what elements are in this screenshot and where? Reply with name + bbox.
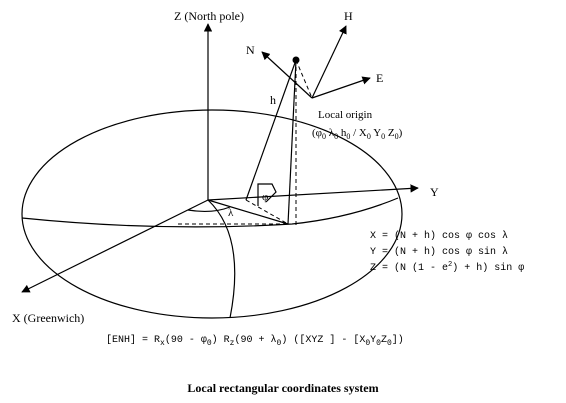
n-axis-label: N	[246, 43, 255, 57]
equator-curve	[21, 197, 399, 228]
z-axis-label: Z (North pole)	[174, 9, 244, 23]
surface-to-height	[287, 59, 297, 225]
projection-y	[245, 199, 289, 225]
height-label: h	[270, 93, 276, 107]
phi-label: φ	[262, 191, 268, 203]
e-axis-label: E	[376, 71, 383, 85]
local-origin-coordinates: (φ0 λ0 h0 / X0 Y0 Z0)	[312, 127, 403, 141]
figure-caption: Local rectangular coordinates system	[187, 381, 378, 395]
h-axis-line	[311, 25, 347, 99]
equation-x: X = (N + h) cos φ cos λ	[370, 230, 508, 242]
equation-y: Y = (N + h) cos φ sin λ	[370, 246, 508, 258]
e-axis-line	[311, 76, 371, 99]
lambda-arc	[187, 206, 231, 213]
y-axis-label: Y	[430, 185, 439, 199]
n-axis-line	[261, 51, 313, 99]
transform-equation: [ENH] = Rx(90 - φ0) Rz(90 + λ0) ([XYZ ] …	[106, 334, 404, 348]
equation-z: Z = (N (1 - e2) + h) sin φ	[370, 261, 524, 274]
x-axis	[21, 199, 209, 293]
phi-ray	[245, 59, 297, 201]
y-axis	[207, 184, 419, 201]
lambda-ray	[207, 199, 289, 225]
ellipsoid-outline	[21, 109, 403, 319]
x-axis-label: X (Greenwich)	[12, 311, 84, 325]
lambda-label: λ	[228, 207, 234, 219]
local-origin-leader	[295, 59, 313, 99]
meridian-curve	[207, 199, 236, 319]
phi-arc	[257, 183, 277, 206]
local-origin-label: Local origin	[318, 109, 373, 121]
h-axis-label: H	[344, 9, 353, 23]
